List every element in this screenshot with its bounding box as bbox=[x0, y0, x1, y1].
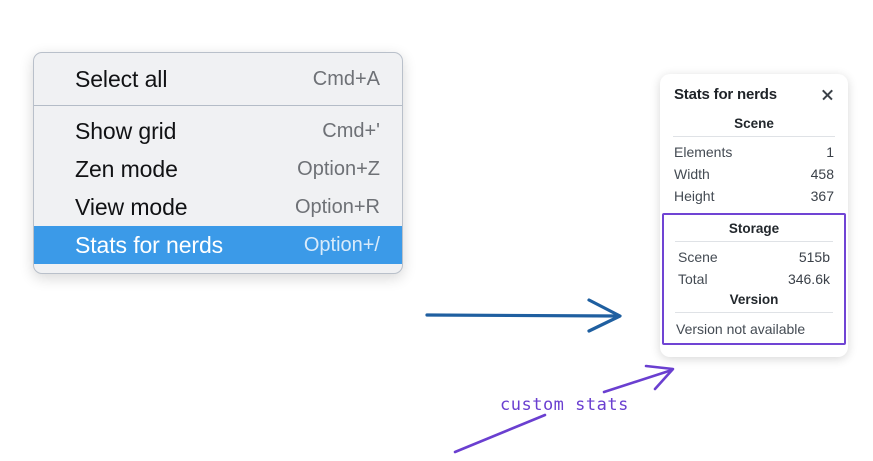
menu-item-label: Select all bbox=[75, 65, 168, 92]
stat-row: Scene 515b bbox=[664, 246, 844, 268]
stat-label: Total bbox=[678, 271, 708, 287]
version-section: Version Version not available bbox=[664, 290, 844, 339]
version-section-heading: Version bbox=[729, 292, 779, 307]
version-text: Version not available bbox=[676, 321, 806, 337]
stat-label: Elements bbox=[674, 144, 733, 160]
menu-item-view-mode[interactable]: View mode Option+R bbox=[34, 188, 402, 226]
custom-stats-annotation-label: custom stats bbox=[500, 395, 629, 415]
menu-separator bbox=[34, 105, 402, 106]
stat-row: Total 346.6k bbox=[664, 268, 844, 290]
stat-label: Scene bbox=[678, 249, 718, 265]
menu-item-shortcut: Cmd+' bbox=[322, 119, 380, 142]
menu-item-shortcut: Option+/ bbox=[303, 233, 380, 256]
stat-value: 367 bbox=[810, 188, 834, 204]
section-divider bbox=[673, 136, 835, 137]
menu-item-label: View mode bbox=[75, 193, 188, 220]
stat-value: 346.6k bbox=[787, 271, 830, 287]
menu-item-label: Stats for nerds bbox=[75, 231, 224, 258]
blue-arrow bbox=[425, 298, 622, 333]
stat-value: 515b bbox=[798, 249, 830, 265]
menu-item-shortcut: Option+R bbox=[294, 195, 380, 218]
menu-item-select-all[interactable]: Select all Cmd+A bbox=[34, 60, 402, 98]
menu-item-shortcut: Cmd+A bbox=[312, 67, 380, 90]
panel-header: Stats for nerds bbox=[660, 86, 848, 103]
storage-section-heading: Storage bbox=[728, 221, 780, 236]
section-divider bbox=[675, 312, 833, 313]
stat-label: Height bbox=[674, 188, 715, 204]
close-icon[interactable] bbox=[820, 87, 835, 102]
stat-row: Height 367 bbox=[660, 185, 848, 207]
stat-row: Elements 1 bbox=[660, 141, 848, 163]
menu-item-stats-for-nerds[interactable]: Stats for nerds Option+/ bbox=[34, 226, 402, 264]
purple-arrow bbox=[602, 364, 675, 394]
storage-section: Storage Scene 515b Total 346.6k bbox=[664, 219, 844, 290]
section-divider bbox=[675, 241, 833, 242]
custom-stats-highlight-region: Storage Scene 515b Total 346.6k Version … bbox=[662, 213, 846, 345]
panel-title: Stats for nerds bbox=[674, 86, 777, 103]
stat-value: 1 bbox=[826, 144, 834, 160]
purple-underline-stroke bbox=[453, 413, 547, 454]
menu-item-shortcut: Option+Z bbox=[297, 157, 380, 180]
menu-item-show-grid[interactable]: Show grid Cmd+' bbox=[34, 112, 402, 150]
menu-group-2: Show grid Cmd+' Zen mode Option+Z View m… bbox=[34, 112, 402, 264]
menu-group-1: Select all Cmd+A bbox=[34, 60, 402, 98]
menu-item-label: Zen mode bbox=[75, 155, 178, 182]
menu-item-zen-mode[interactable]: Zen mode Option+Z bbox=[34, 150, 402, 188]
scene-section: Scene Elements 1 Width 458 Height 367 bbox=[660, 114, 848, 207]
stat-label: Width bbox=[674, 166, 710, 182]
stat-row: Width 458 bbox=[660, 163, 848, 185]
scene-section-heading: Scene bbox=[734, 116, 774, 131]
stats-for-nerds-panel: Stats for nerds Scene Elements 1 Width 4… bbox=[660, 74, 848, 357]
context-menu[interactable]: Select all Cmd+A Show grid Cmd+' Zen mod… bbox=[33, 52, 403, 274]
menu-item-label: Show grid bbox=[75, 117, 177, 144]
stat-value: 458 bbox=[810, 166, 834, 182]
